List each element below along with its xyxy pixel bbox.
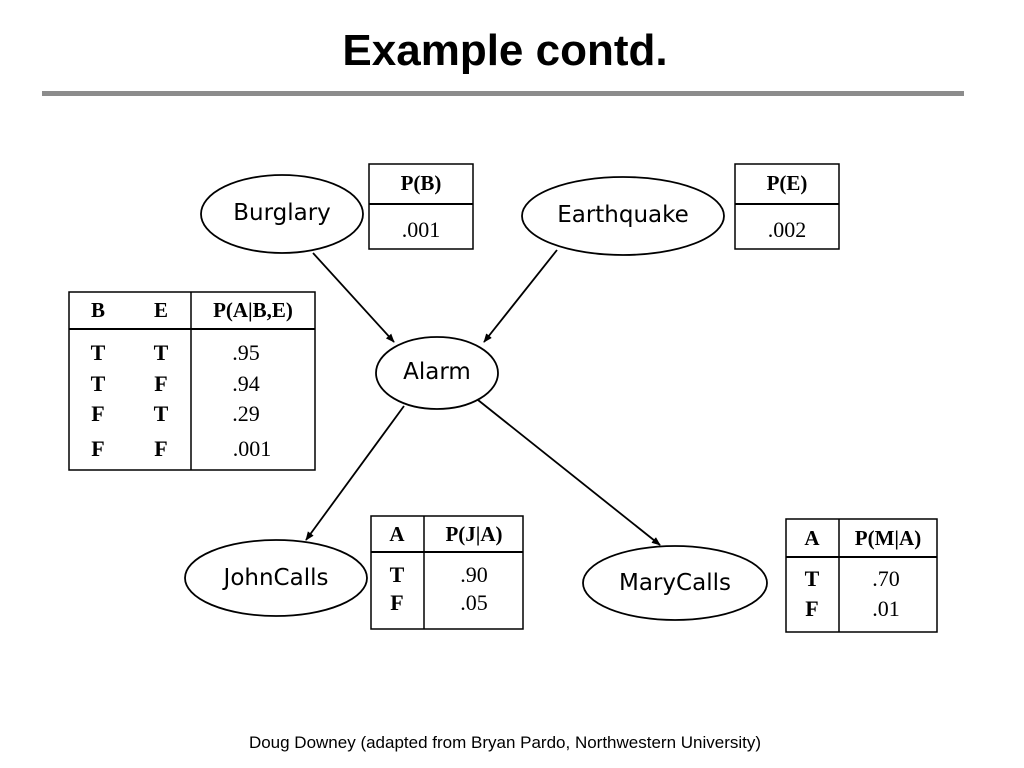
cpt-mary: A P(M|A) T .70 F .01 bbox=[785, 518, 938, 633]
cpt-mary-row-p: .01 bbox=[872, 596, 900, 621]
node-marycalls-label: MaryCalls bbox=[619, 570, 731, 596]
edges bbox=[305, 249, 661, 546]
node-earthquake: Earthquake bbox=[521, 176, 725, 256]
cpt-mary-header-a: A bbox=[804, 526, 820, 550]
cpt-burglary-value: .001 bbox=[402, 217, 441, 242]
cpt-earthquake-header: P(E) bbox=[767, 171, 808, 195]
cpt-alarm-row-b: T bbox=[91, 371, 106, 396]
cpt-mary-row-p: .70 bbox=[872, 566, 900, 591]
node-johncalls-label: JohnCalls bbox=[222, 565, 329, 591]
edge-earthquake-alarm bbox=[483, 249, 558, 343]
edge-alarm-marycalls bbox=[477, 399, 661, 546]
cpt-earthquake-value: .002 bbox=[768, 217, 807, 242]
cpt-mary-header-p: P(M|A) bbox=[855, 526, 921, 550]
node-burglary-label: Burglary bbox=[233, 200, 331, 226]
cpt-alarm-row-p: .001 bbox=[233, 436, 272, 461]
cpt-alarm-row-p: .94 bbox=[232, 371, 260, 396]
cpt-burglary-header: P(B) bbox=[401, 171, 442, 195]
edge-burglary-alarm bbox=[312, 252, 395, 343]
node-burglary: Burglary bbox=[200, 174, 364, 254]
cpt-alarm-header-b: B bbox=[91, 298, 105, 322]
node-marycalls: MaryCalls bbox=[582, 545, 768, 621]
cpt-alarm-header-e: E bbox=[154, 298, 168, 322]
cpt-earthquake: P(E) .002 bbox=[734, 163, 840, 250]
cpt-john-header-p: P(J|A) bbox=[445, 522, 502, 546]
node-alarm: Alarm bbox=[375, 336, 499, 410]
cpt-john-header-a: A bbox=[389, 522, 405, 546]
title-divider bbox=[42, 91, 964, 96]
cpt-mary-row-a: T bbox=[805, 566, 820, 591]
cpt-alarm: B E P(A|B,E) T T .95 T F .94 F T .29 F F… bbox=[68, 291, 316, 471]
cpt-mary-row-a: F bbox=[805, 596, 818, 621]
cpt-alarm-row-b: F bbox=[91, 436, 104, 461]
cpt-alarm-row-e: F bbox=[154, 436, 167, 461]
cpt-john: A P(J|A) T .90 F .05 bbox=[370, 515, 524, 630]
cpt-alarm-header-p: P(A|B,E) bbox=[213, 298, 293, 322]
node-alarm-label: Alarm bbox=[403, 359, 471, 385]
cpt-burglary: P(B) .001 bbox=[368, 163, 474, 250]
cpt-john-row-p: .90 bbox=[460, 562, 488, 587]
cpt-john-row-a: F bbox=[390, 590, 403, 615]
node-earthquake-label: Earthquake bbox=[557, 202, 689, 228]
slide-footer: Doug Downey (adapted from Bryan Pardo, N… bbox=[248, 733, 762, 752]
slide-title: Example contd. bbox=[342, 26, 668, 75]
cpt-alarm-row-p: .29 bbox=[232, 401, 260, 426]
cpt-john-row-a: T bbox=[390, 562, 405, 587]
cpt-alarm-row-e: T bbox=[154, 401, 169, 426]
cpt-alarm-row-b: T bbox=[91, 340, 106, 365]
cpt-alarm-row-e: T bbox=[154, 340, 169, 365]
node-johncalls: JohnCalls bbox=[184, 539, 368, 617]
edge-alarm-johncalls bbox=[305, 405, 405, 541]
cpt-alarm-row-e: F bbox=[154, 371, 167, 396]
cpt-alarm-row-p: .95 bbox=[232, 340, 260, 365]
cpt-john-row-p: .05 bbox=[460, 590, 488, 615]
cpt-alarm-row-b: F bbox=[91, 401, 104, 426]
